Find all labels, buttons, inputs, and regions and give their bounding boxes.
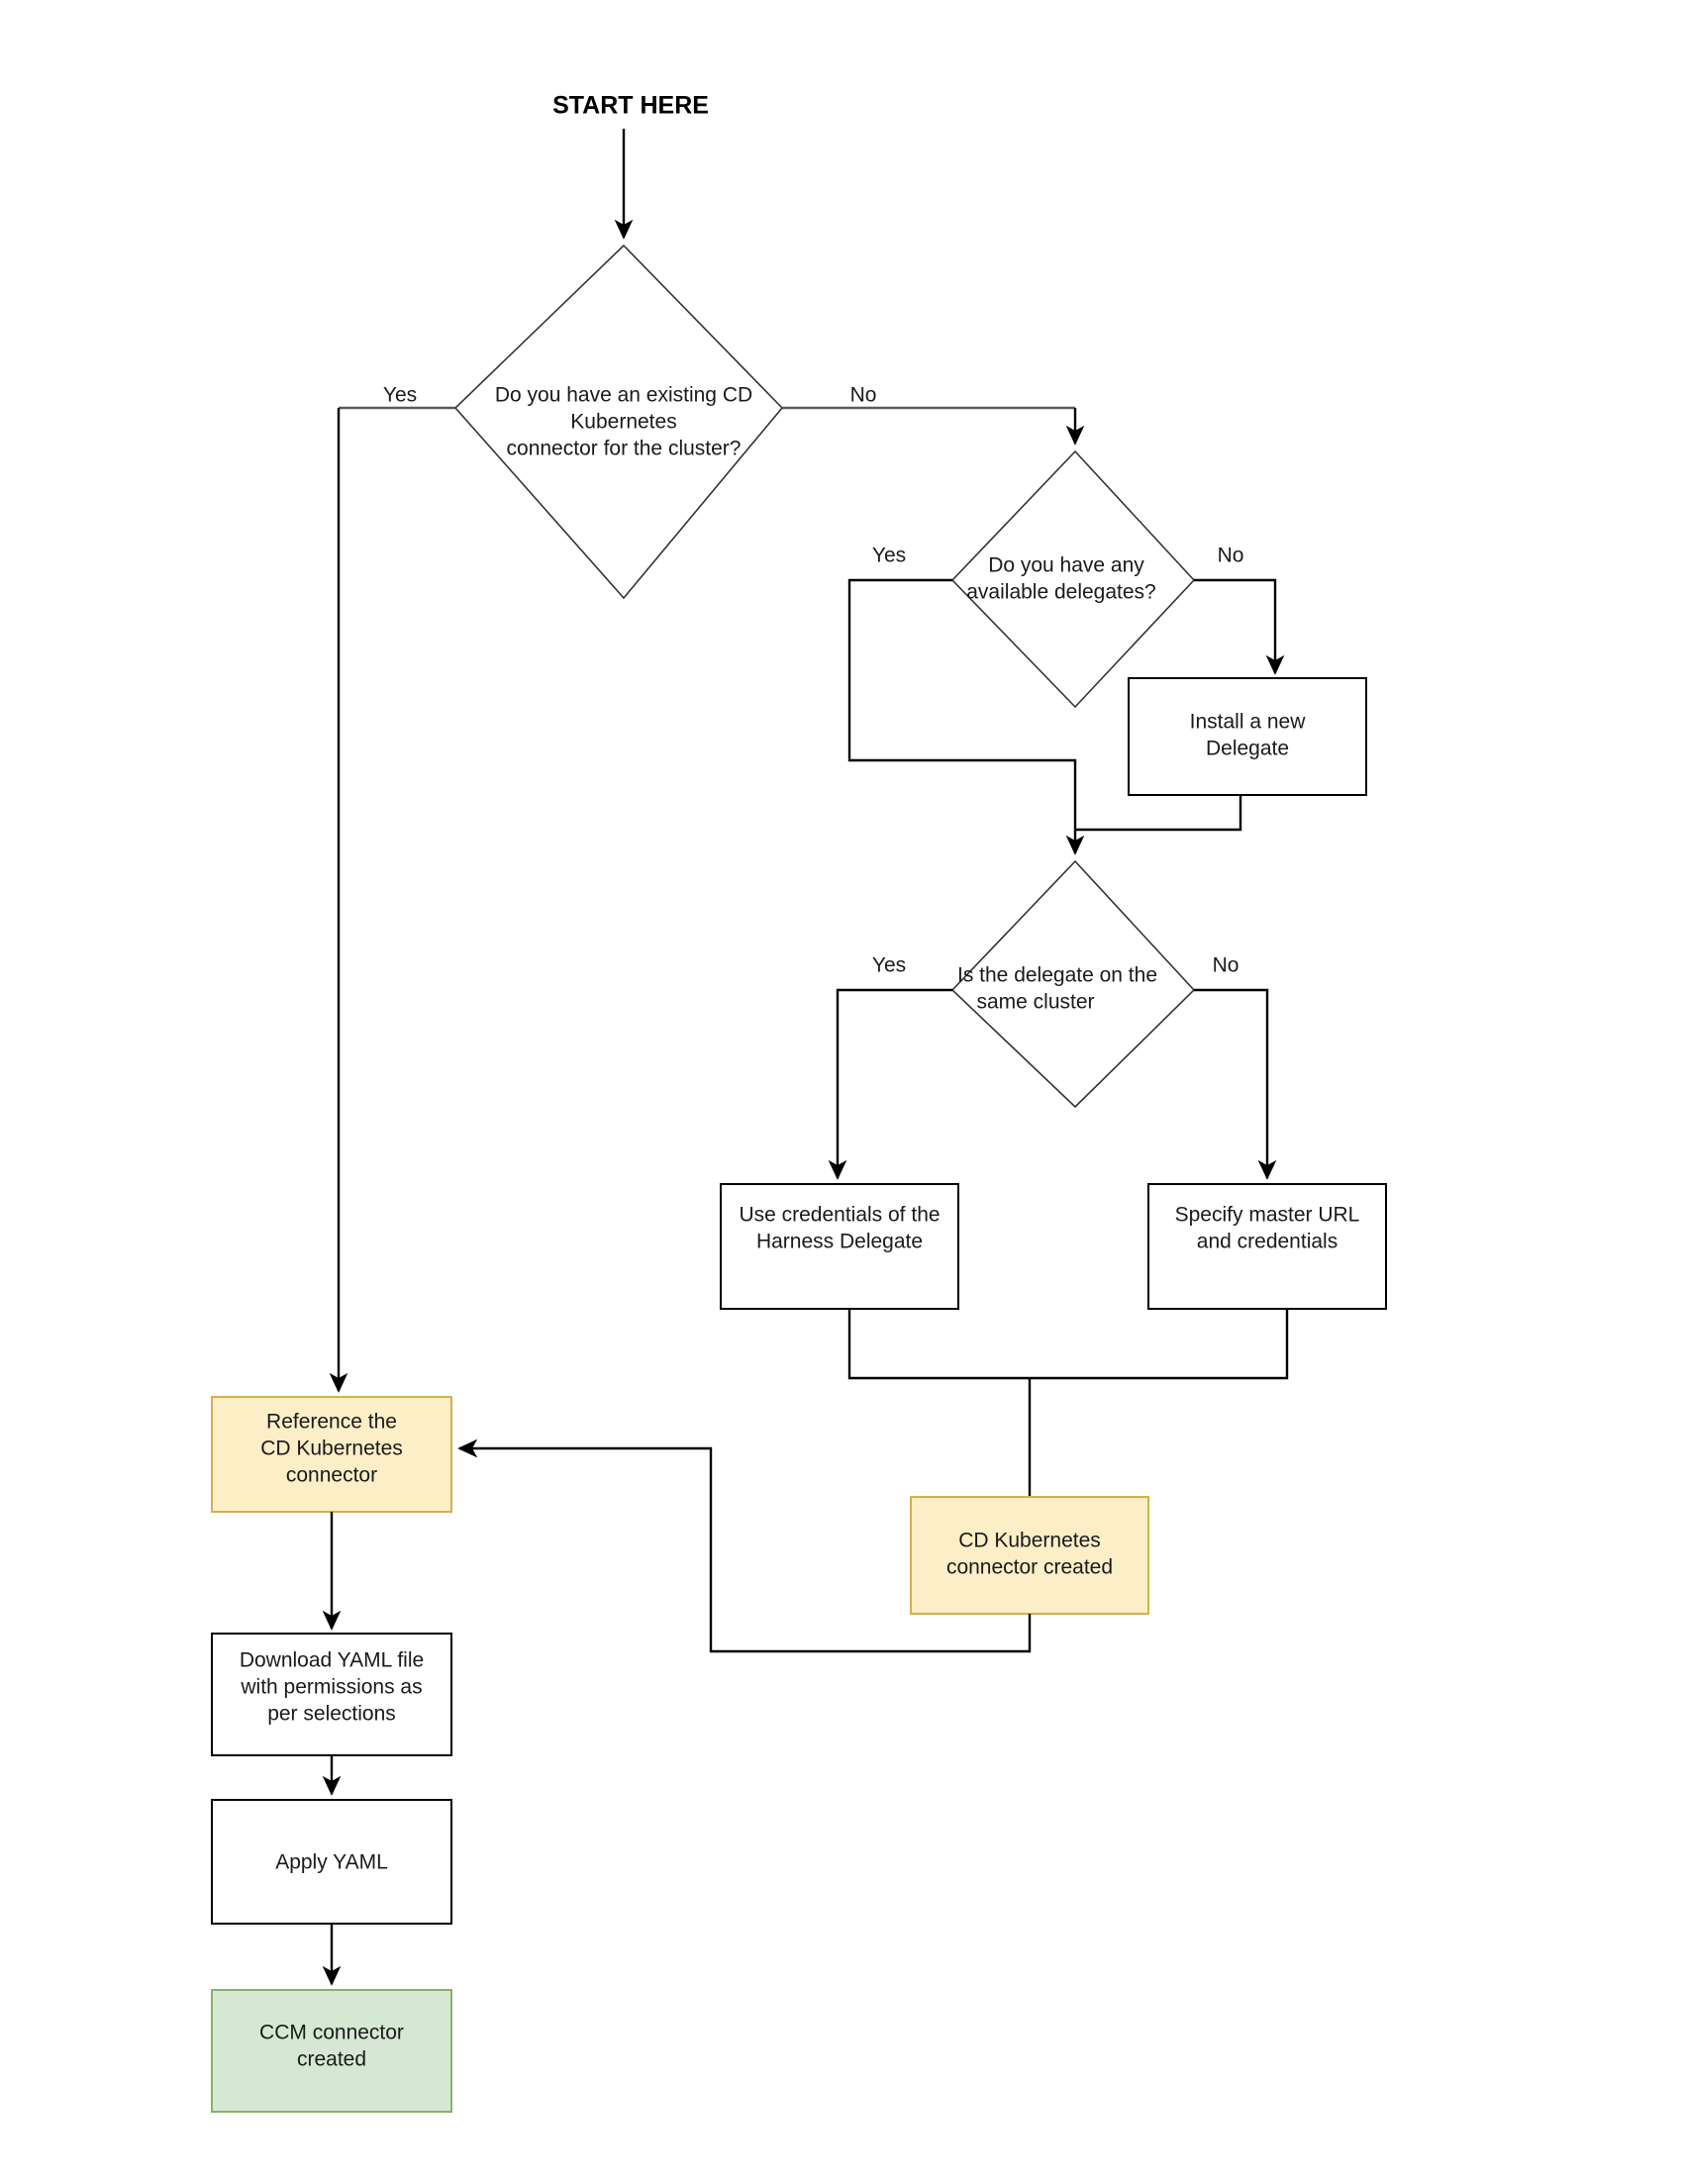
decision-existing-connector-line-2: Kubernetes [570,411,676,434]
decision-delegate-same-cluster-shape [950,859,1196,1109]
edge-decision2-no-to-install-delegate [1194,578,1285,675]
process-download-yaml-line-1: Download YAML file [240,1649,424,1672]
process-install-delegate-line-1: Install a new [1190,711,1307,734]
decision-delegate-same-cluster[interactable]: Is the delegate on the same cluster [950,859,1196,1109]
decision-available-delegates-line-1: Do you have any [988,554,1144,577]
process-download-yaml-line-2: with permissions as [240,1676,422,1699]
process-specify-master-url-line-1: Specify master URL [1175,1204,1360,1227]
decision-existing-connector-line-1: Do you have an existing CD [495,384,752,407]
edge-decision2-yes-to-decision3 [847,578,1085,855]
edge-install-delegate-to-decision3 [1075,795,1242,832]
decision-delegate-same-cluster-line-2: same cluster [976,991,1094,1014]
process-apply-yaml-shape [211,1799,452,1925]
process-reference-cd-connector-line-1: Reference the [266,1411,397,1434]
edge-credentials-merge [847,1309,1289,1380]
process-use-delegate-credentials[interactable]: Use credentials of the Harness Delegate [720,1183,959,1310]
process-use-delegate-credentials-shape [720,1183,959,1310]
edge-cd-connector-created-to-reference [457,1439,1032,1653]
edge-label-decision1-yes: Yes [383,384,417,407]
process-install-delegate-line-2: Delegate [1206,738,1289,760]
edge-label-decision1-no: No [850,384,877,407]
terminal-ccm-connector-created-line-2: created [297,2048,366,2071]
start-here-label: START HERE [552,92,709,120]
edge-label-decision3-yes: Yes [872,954,906,977]
process-reference-cd-connector-line-2: CD Kubernetes [260,1438,403,1460]
terminal-ccm-connector-created[interactable]: CCM connector created [211,1989,452,2113]
process-specify-master-url-shape [1147,1183,1387,1310]
decision-existing-connector-line-3: connector for the cluster? [507,438,742,460]
process-install-delegate[interactable]: Install a new Delegate [1128,677,1367,796]
terminal-ccm-connector-created-shape [211,1989,452,2113]
decision-existing-connector-shape [453,244,784,600]
process-use-delegate-credentials-line-1: Use credentials of the [739,1204,940,1227]
process-apply-yaml-line-1: Apply YAML [275,1851,388,1874]
terminal-cd-connector-created-line-2: connector created [946,1556,1113,1579]
process-download-yaml-line-3: per selections [267,1703,396,1726]
decision-delegate-same-cluster-line-1: Is the delegate on the [957,964,1157,987]
process-specify-master-url[interactable]: Specify master URL and credentials [1147,1183,1387,1310]
edge-decision3-no-to-specify-master-url [1194,988,1277,1180]
process-apply-yaml[interactable]: Apply YAML [211,1799,452,1925]
edge-label-decision2-yes: Yes [872,545,906,567]
process-reference-cd-connector[interactable]: Reference the CD Kubernetes connector [211,1396,452,1513]
process-reference-cd-connector-line-3: connector [286,1464,377,1487]
process-download-yaml[interactable]: Download YAML file with permissions as p… [211,1633,452,1756]
edge-label-decision2-no: No [1218,545,1244,567]
edge-label-decision3-no: No [1213,954,1239,977]
terminal-cd-connector-created-line-1: CD Kubernetes [958,1530,1101,1552]
decision-available-delegates[interactable]: Do you have any available delegates? [950,449,1196,709]
process-use-delegate-credentials-line-2: Harness Delegate [756,1231,923,1253]
edge-decision3-yes-to-use-credentials [828,988,952,1180]
decision-available-delegates-shape [950,449,1196,709]
terminal-cd-connector-created-shape [910,1496,1149,1615]
process-install-delegate-shape [1128,677,1367,796]
decision-available-delegates-line-2: available delegates? [966,581,1155,604]
process-specify-master-url-line-2: and credentials [1197,1231,1338,1253]
terminal-ccm-connector-created-line-1: CCM connector [259,2022,404,2044]
terminal-cd-connector-created[interactable]: CD Kubernetes connector created [910,1496,1149,1615]
decision-existing-connector[interactable]: Do you have an existing CD Kubernetes co… [453,244,784,600]
